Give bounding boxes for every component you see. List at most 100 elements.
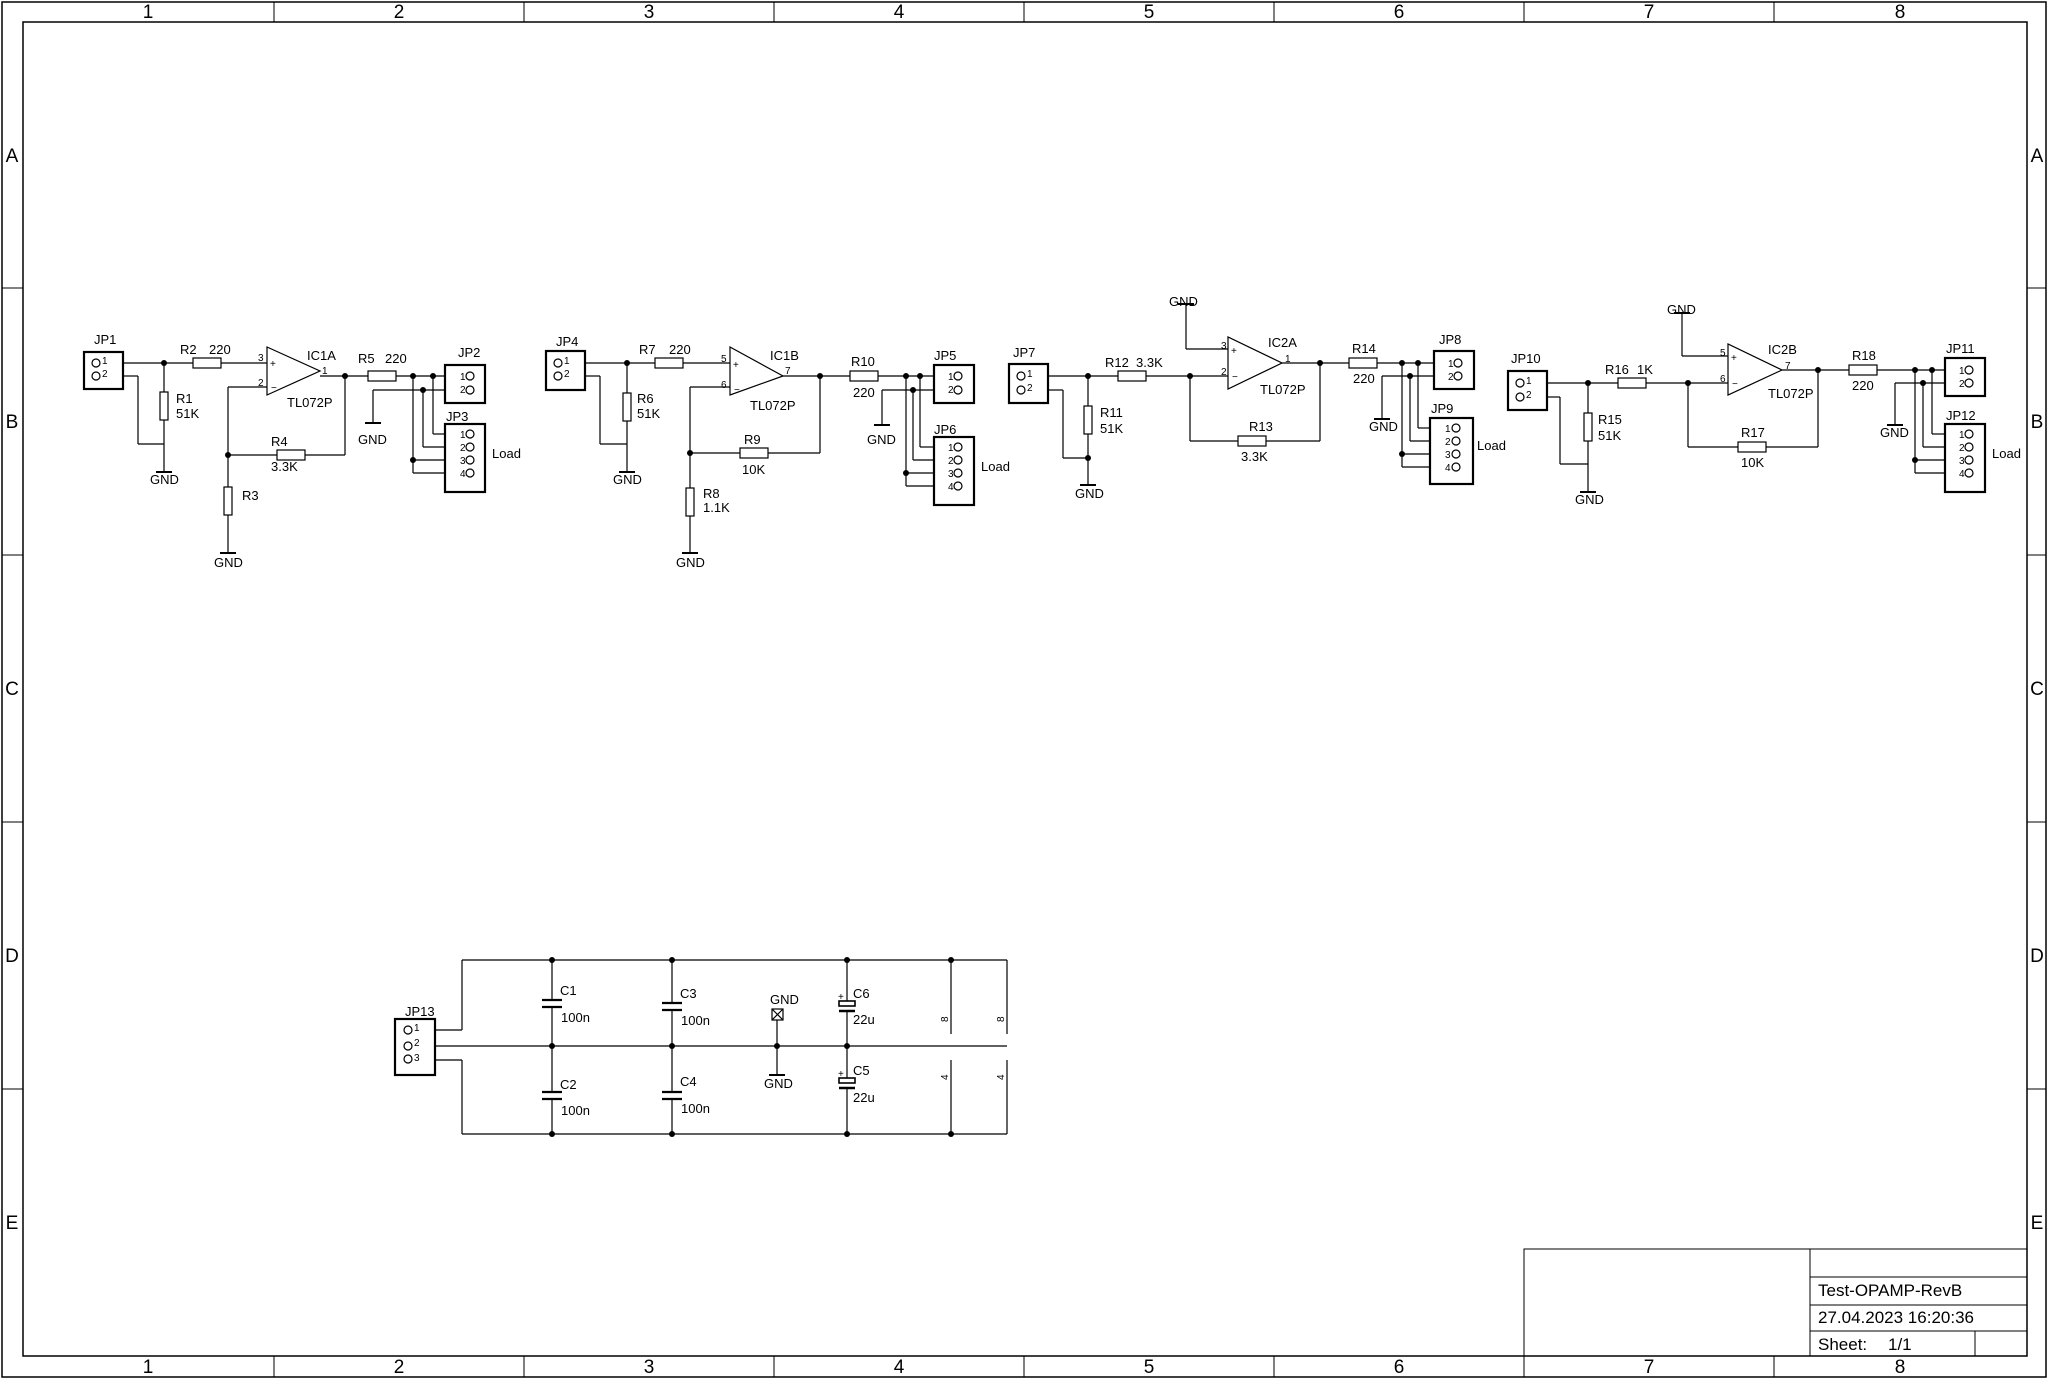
row-label-right-E: E bbox=[2031, 1213, 2044, 1234]
schematic-wiring bbox=[82, 303, 1987, 1135]
stage1-r-shunt-name: R1 bbox=[176, 391, 193, 406]
jp3-pin4: 4 bbox=[460, 469, 466, 480]
jp12-pin2: 2 bbox=[1959, 443, 1965, 454]
stage2-r-in-name: R7 bbox=[639, 342, 656, 357]
stage4-output-connector-label: JP11 bbox=[1946, 341, 1975, 356]
stage1-labels: JP1 1 2 R2 220 R1 51K GND IC1A TL072P 3 … bbox=[94, 332, 521, 570]
jp9-pin3: 3 bbox=[1445, 450, 1451, 461]
stage1-opamp-pin-minus: 2 bbox=[258, 378, 264, 389]
stage3-r-in-value: 3.3K bbox=[1136, 355, 1163, 370]
power-pin2-label: 2 bbox=[414, 1038, 420, 1049]
row-label-left-B: B bbox=[6, 412, 19, 433]
stage4-r-shunt-name: R15 bbox=[1598, 412, 1622, 427]
title-block-date: 27.04.2023 16:20:36 bbox=[1818, 1308, 1974, 1327]
jp3-pin1: 1 bbox=[460, 430, 466, 441]
c5-value: 22u bbox=[853, 1090, 875, 1105]
stage3-r-in-name: R12 bbox=[1105, 355, 1129, 370]
stage2-opamp-name: IC1B bbox=[770, 348, 799, 363]
jp3-pin3: 3 bbox=[460, 456, 466, 467]
supply-pin-8-label-right: 8 bbox=[996, 1016, 1007, 1022]
stage1-load-connector-label: JP3 bbox=[446, 409, 468, 424]
stage1-r-gnd-name: R3 bbox=[242, 488, 259, 503]
stage2-gnd-label-3: GND bbox=[867, 432, 896, 447]
stage2-opamp-pin-plus: 5 bbox=[721, 354, 727, 365]
c3-value: 100n bbox=[681, 1013, 710, 1028]
stage2-opamp-minus-sign: − bbox=[734, 385, 740, 396]
junction-dots bbox=[161, 360, 1935, 1137]
stage4-r-in-name: R16 bbox=[1605, 362, 1629, 377]
supply-pin-4-label-left: 4 bbox=[940, 1074, 951, 1080]
stage1-gnd-label-3: GND bbox=[358, 432, 387, 447]
stage2-opamp-pin-out: 7 bbox=[785, 366, 791, 377]
stage4-labels: JP10 R16 1K R15 51K GND GND IC2B TL072P … bbox=[1511, 302, 2021, 507]
stage1-opamp-pin-out: 1 bbox=[322, 366, 328, 377]
stage1-opamp-plus-sign: + bbox=[270, 359, 276, 370]
jp10-pin2: 2 bbox=[1526, 390, 1532, 401]
title-block: Test-OPAMP-RevB 27.04.2023 16:20:36 Shee… bbox=[1523, 1248, 2028, 1357]
jp5-pin1: 1 bbox=[948, 372, 954, 383]
col-label-bottom-5: 5 bbox=[1144, 1357, 1155, 1378]
row-label-right-A: A bbox=[2031, 146, 2044, 167]
stage4-gnd-label-2: GND bbox=[1880, 425, 1909, 440]
stage4-r-in-value: 1K bbox=[1637, 362, 1653, 377]
jp11-pin1: 1 bbox=[1959, 366, 1965, 377]
c6-polarity-mark: + bbox=[838, 992, 844, 1003]
stage1-r-fb-name: R4 bbox=[271, 434, 288, 449]
stage3-r-out-name: R14 bbox=[1352, 341, 1376, 356]
c5-name: C5 bbox=[853, 1063, 870, 1078]
stage2-labels: JP4 R7 220 R6 51K GND IC1B TL072P 5 6 7 … bbox=[556, 334, 1010, 570]
stage1-output-connector-label: JP2 bbox=[458, 345, 480, 360]
col-label-bottom-6: 6 bbox=[1394, 1357, 1405, 1378]
stage4-gnd-label-1: GND bbox=[1575, 492, 1604, 507]
jp4-pin2: 2 bbox=[564, 369, 570, 380]
stage3-r-fb-value: 3.3K bbox=[1241, 449, 1268, 464]
col-label-top-8: 8 bbox=[1895, 2, 1906, 23]
col-label-top-1: 1 bbox=[143, 2, 154, 23]
c6-name: C6 bbox=[853, 986, 870, 1001]
col-label-bottom-8: 8 bbox=[1895, 1357, 1906, 1378]
stage2-output-connector-label: JP5 bbox=[934, 348, 956, 363]
stage1-r-shunt-value: 51K bbox=[176, 406, 199, 421]
stage1-gnd-label-1: GND bbox=[150, 472, 179, 487]
stage2-r-shunt-value: 51K bbox=[637, 406, 660, 421]
title-block-sheet-value: 1/1 bbox=[1888, 1335, 1912, 1354]
stage2-r-in-value: 220 bbox=[669, 342, 691, 357]
power-pin3-label: 3 bbox=[414, 1053, 420, 1064]
stage4-opamp-pin-minus: 6 bbox=[1720, 374, 1726, 385]
c2-name: C2 bbox=[560, 1077, 577, 1092]
jp6-pin2: 2 bbox=[948, 456, 954, 467]
stage4-opamp-pin-out: 7 bbox=[1785, 361, 1791, 372]
jp8-pin1: 1 bbox=[1448, 359, 1454, 370]
jp12-pin1: 1 bbox=[1959, 430, 1965, 441]
stage1-r-in-name: R2 bbox=[180, 342, 197, 357]
stage2-opamp-plus-sign: + bbox=[733, 360, 739, 371]
stage4-gnd-label-top: GND bbox=[1667, 302, 1696, 317]
stage2-r-gnd-name: R8 bbox=[703, 486, 720, 501]
stage2-r-gnd-value: 1.1K bbox=[703, 500, 730, 515]
stage4-opamp-name: IC2B bbox=[1768, 342, 1797, 357]
col-label-bottom-4: 4 bbox=[894, 1357, 905, 1378]
power-connector-label: JP13 bbox=[405, 1004, 435, 1019]
stage3-gnd-label-1: GND bbox=[1075, 486, 1104, 501]
c6-value: 22u bbox=[853, 1012, 875, 1027]
row-label-right-C: C bbox=[2030, 679, 2044, 700]
stage3-output-connector-label: JP8 bbox=[1439, 332, 1461, 347]
c5-polarity-mark: + bbox=[838, 1069, 844, 1080]
c1-value: 100n bbox=[561, 1010, 590, 1025]
stage1-opamp-part: TL072P bbox=[287, 395, 333, 410]
stage2-input-connector-label: JP4 bbox=[556, 334, 578, 349]
stage3-opamp-name: IC2A bbox=[1268, 335, 1297, 350]
stage1-opamp-name: IC1A bbox=[307, 348, 336, 363]
stage1-r-out-name: R5 bbox=[358, 351, 375, 366]
col-label-top-4: 4 bbox=[894, 2, 905, 23]
row-label-left-C: C bbox=[5, 679, 19, 700]
jp7-pin1: 1 bbox=[1027, 369, 1033, 380]
power-gnd-bottom-label: GND bbox=[764, 1076, 793, 1091]
stage2-opamp-pin-minus: 6 bbox=[721, 380, 727, 391]
stage2-opamp-part: TL072P bbox=[750, 398, 796, 413]
title-block-title: Test-OPAMP-RevB bbox=[1818, 1281, 1962, 1300]
col-label-bottom-7: 7 bbox=[1644, 1357, 1655, 1378]
stage4-r-fb-value: 10K bbox=[1741, 455, 1764, 470]
col-label-bottom-2: 2 bbox=[394, 1357, 405, 1378]
col-label-top-7: 7 bbox=[1644, 2, 1655, 23]
